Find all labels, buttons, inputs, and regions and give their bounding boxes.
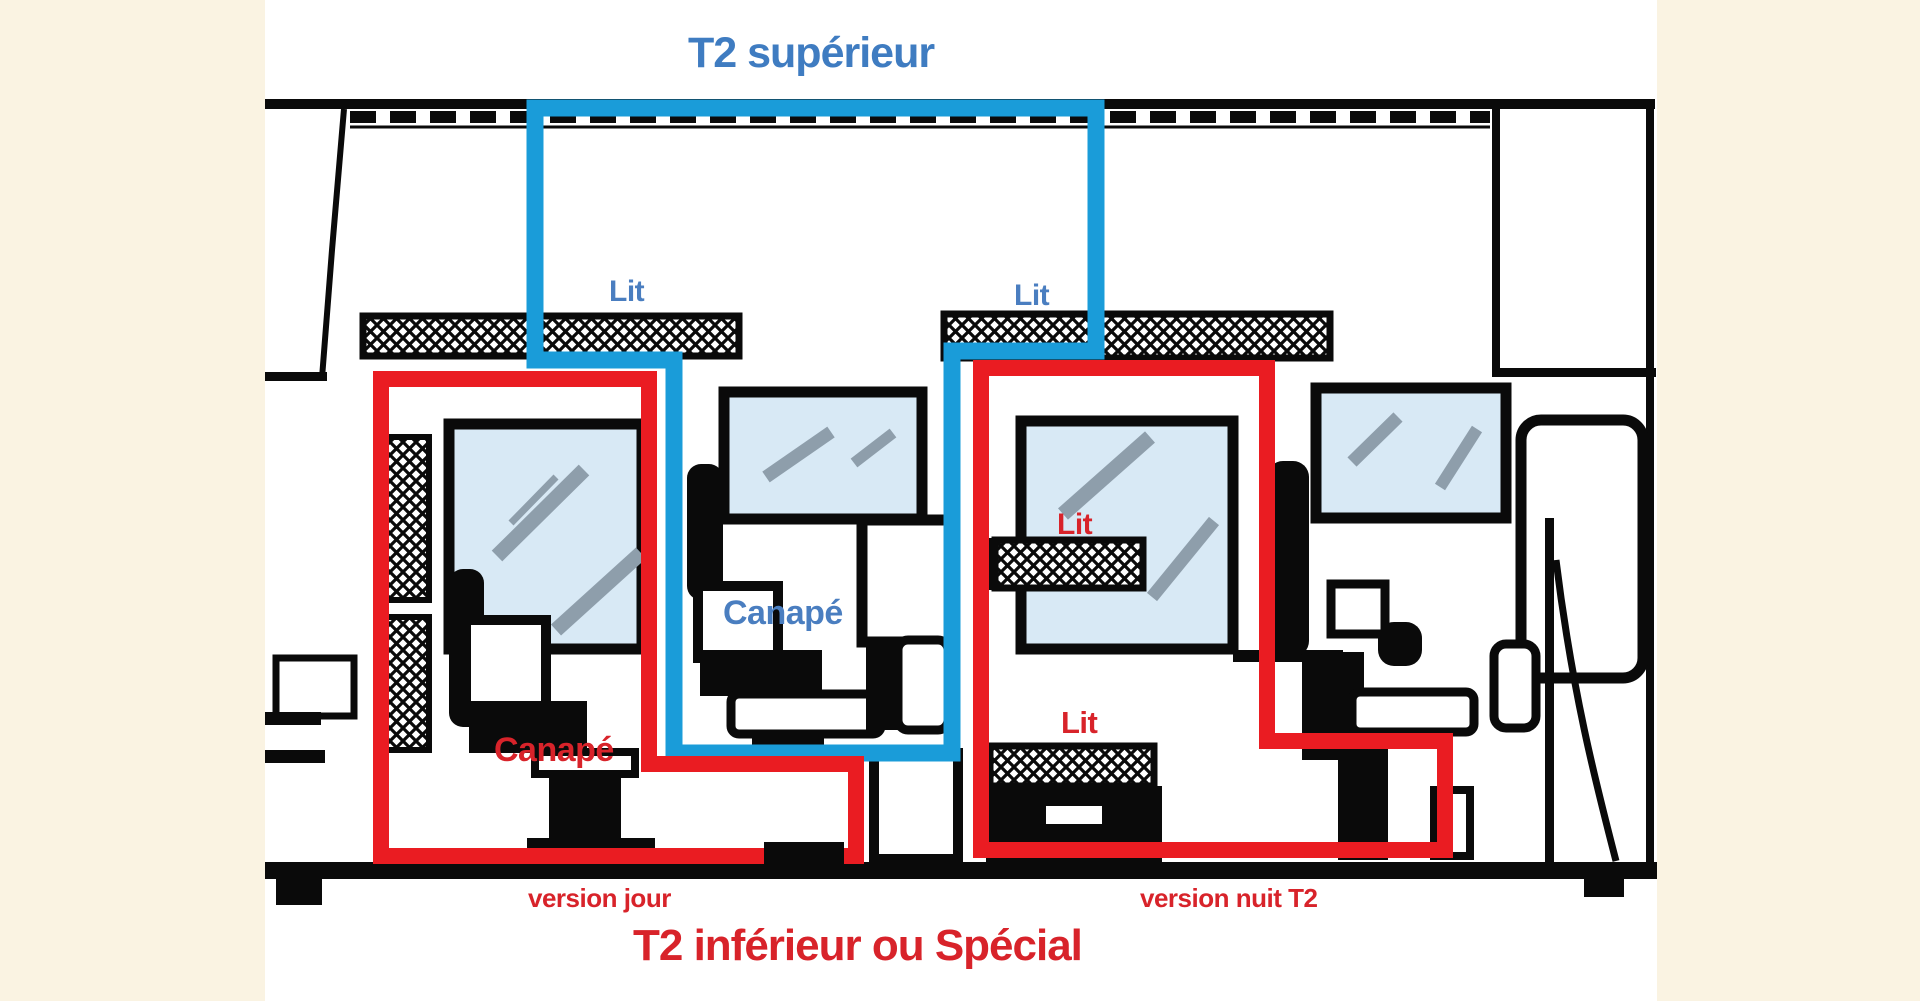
left-ledge	[265, 372, 327, 381]
underfloor-step-left	[276, 879, 322, 905]
left-wall-bar-2	[265, 750, 325, 763]
door-window-panel	[1515, 414, 1649, 684]
label-blue-canape: Canapé	[723, 594, 843, 632]
upper-berth-left-hatch	[359, 312, 743, 360]
floor-console	[869, 748, 963, 864]
glass-streak	[1146, 516, 1220, 602]
side-cabinet	[856, 514, 958, 648]
floor-line	[265, 862, 1657, 879]
underfloor-step-right	[1584, 879, 1624, 897]
upper-bed-hatch	[991, 536, 1147, 592]
caption-version-nuit-t2: version nuit T2	[1140, 883, 1318, 913]
end-wall-line	[1646, 108, 1654, 863]
night-bench	[1347, 687, 1479, 737]
centre-window	[718, 386, 928, 525]
glass-streak	[1347, 412, 1403, 467]
right-compartment	[986, 382, 1512, 862]
door-area	[1489, 414, 1649, 863]
label-red-lit-lower: Lit	[1061, 705, 1098, 740]
right-partition-line	[1492, 108, 1500, 368]
door-curtain-curve	[1552, 559, 1620, 862]
label-red-canape: Canapé	[494, 731, 614, 769]
sofa-bench	[726, 689, 886, 739]
backrest-hatch-lower	[381, 614, 432, 753]
seat-base	[469, 701, 587, 753]
label-red-lit-upper: Lit	[1057, 508, 1093, 541]
glass-streak	[1434, 425, 1483, 491]
caption-version-jour: version jour	[528, 883, 671, 913]
lower-bed-hatch	[986, 742, 1158, 790]
sofa-back	[687, 464, 723, 600]
corridor-window	[1310, 382, 1512, 524]
label-blue-lit-right: Lit	[1014, 279, 1050, 312]
night-seat-foot	[1338, 732, 1388, 860]
title-t2-inferieur: T2 inférieur ou Spécial	[633, 921, 1083, 970]
night-seat-knob	[1378, 622, 1422, 666]
seat-foot	[549, 774, 621, 838]
glass-streak	[550, 547, 647, 636]
red-zone-outline-day	[373, 371, 864, 864]
right-ledge	[1492, 368, 1656, 377]
sofa-base	[700, 650, 822, 696]
blue-zone-outline-t2-superieur	[526, 99, 1105, 762]
lower-bed-slot	[1046, 806, 1102, 824]
cabinet-leg	[866, 638, 898, 730]
glass-streak	[1058, 431, 1155, 520]
radiator-pillar	[893, 635, 953, 735]
door-edge-line	[1545, 518, 1554, 863]
red-zone-outline-night	[973, 360, 1453, 858]
glass-streak	[491, 464, 590, 562]
glass-streak	[762, 426, 835, 483]
left-wall-cabinet	[272, 654, 358, 720]
glass-streak	[850, 428, 897, 468]
door-handle	[1489, 639, 1541, 733]
floor-pedestal	[764, 842, 844, 878]
title-t2-superieur: T2 supérieur	[688, 29, 935, 77]
backrest-hatch-upper	[381, 434, 432, 603]
left-wall-line	[319, 108, 347, 379]
night-armrest	[1326, 579, 1390, 639]
left-wall-bar-1	[265, 712, 321, 725]
seat-cushion	[461, 615, 551, 713]
night-seat-back	[1267, 461, 1309, 657]
glass-streak	[508, 474, 559, 526]
label-blue-lit-left: Lit	[609, 275, 645, 308]
